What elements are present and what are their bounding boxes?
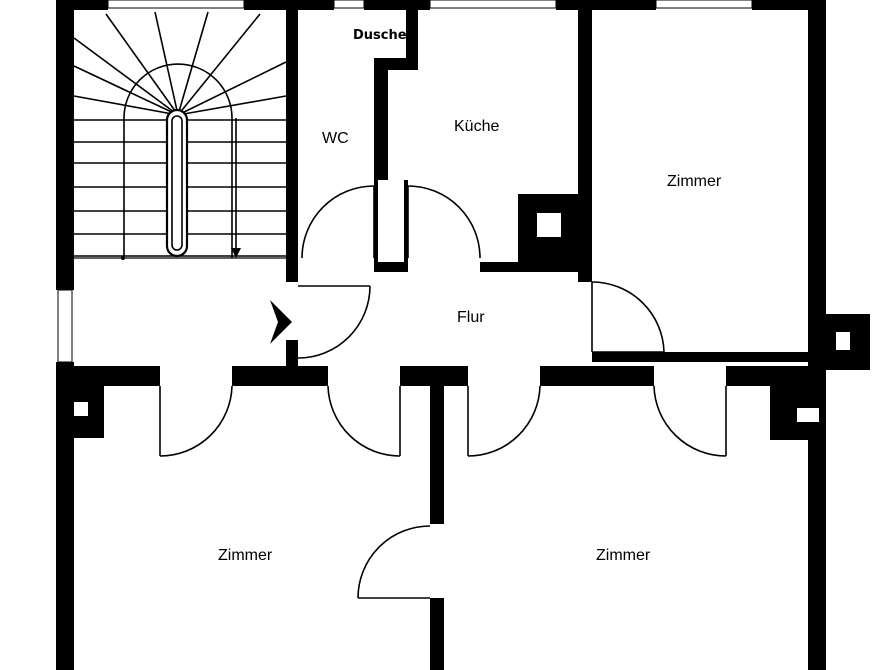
label-zimmer-top-right: Zimmer xyxy=(667,173,722,190)
middle-walls xyxy=(56,314,870,670)
staircase-icon xyxy=(73,0,298,282)
label-zimmer-bottom-left: Zimmer xyxy=(218,547,273,564)
upper-walls xyxy=(286,10,808,362)
label-dusche: Dusche xyxy=(353,28,407,43)
entrance-arrow-icon xyxy=(270,300,292,344)
label-wc: WC xyxy=(322,130,349,147)
label-zimmer-bottom-right: Zimmer xyxy=(596,547,651,564)
outer-walls xyxy=(56,0,826,670)
label-kueche: Küche xyxy=(454,118,499,135)
doors xyxy=(159,185,727,599)
label-flur: Flur xyxy=(457,309,485,326)
